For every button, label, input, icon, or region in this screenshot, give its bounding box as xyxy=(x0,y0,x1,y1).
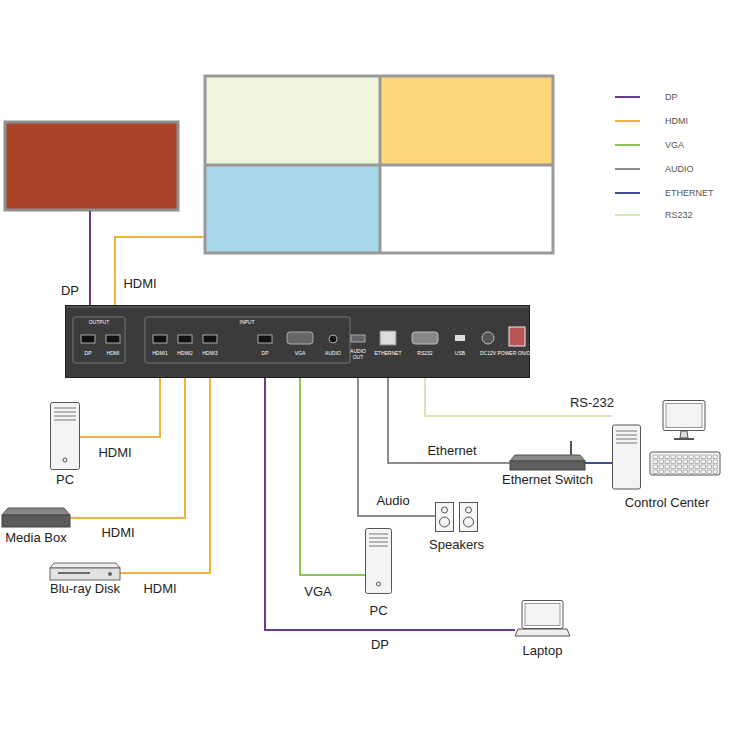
pc-tower-icon xyxy=(365,528,392,594)
port-label: DC12V xyxy=(480,351,496,357)
hdmi-wire xyxy=(115,237,204,305)
cable xyxy=(80,378,160,437)
video-wall-controller: OUTPUT DP HDMI INPUT HDMI1 HDMI2 HDMI3 DP VGA AUD… xyxy=(65,305,530,378)
cable-label: DP xyxy=(369,637,391,652)
cable xyxy=(300,378,365,575)
cable-label: VGA xyxy=(302,584,333,599)
port-label: VGA xyxy=(295,351,306,357)
cable-label: HDMI xyxy=(96,445,133,460)
port-label: OUTPUT xyxy=(89,320,110,326)
device-label: PC xyxy=(369,604,387,619)
port-label: HDMI2 xyxy=(177,351,193,357)
device-label: Speakers xyxy=(429,538,484,553)
cable xyxy=(358,378,435,516)
device-label: Media Box xyxy=(5,531,66,546)
legend-entry: ETHERNET xyxy=(665,188,714,198)
legend-entry: HDMI xyxy=(665,116,688,126)
port-label: DP xyxy=(262,351,269,357)
port-label: AUDIO OUT xyxy=(350,349,366,360)
device-label: Laptop xyxy=(523,644,563,659)
port-label: ETHERNET xyxy=(375,351,402,357)
port-label: USB xyxy=(455,351,465,357)
port-label: AUDIO xyxy=(325,351,341,357)
port-label: HDMI1 xyxy=(152,351,168,357)
laptop-icon xyxy=(515,600,570,637)
signal-name: HDMI xyxy=(121,276,158,291)
device-label: Blu-ray Disk xyxy=(50,582,120,597)
legend-entry: DP xyxy=(665,92,678,102)
speakers: Speakers xyxy=(435,502,478,532)
control-center: Control Center xyxy=(612,400,722,490)
cable-label: HDMI xyxy=(99,525,136,540)
port-label: DP xyxy=(85,351,92,357)
port-label: RS232 xyxy=(417,351,432,357)
device-label: Ethernet Switch xyxy=(502,473,593,488)
port-label: INPUT xyxy=(240,320,255,326)
speakers-icon xyxy=(435,502,478,532)
video-wall-controller-icon xyxy=(65,305,530,378)
cable-label: HDMI xyxy=(141,581,178,596)
legend-entry: AUDIO xyxy=(665,164,694,174)
single-display xyxy=(5,122,178,210)
ethernet-switch: Ethernet Switch xyxy=(510,455,585,470)
media-box: Media Box xyxy=(2,508,70,527)
legend-entry: VGA xyxy=(665,140,684,150)
video-wall xyxy=(205,76,553,253)
port-label: HDMI3 xyxy=(202,351,218,357)
cable xyxy=(388,378,510,463)
signal-name: DP xyxy=(59,283,81,298)
legend-lines xyxy=(615,97,640,215)
ethernet-switch-icon xyxy=(510,455,585,470)
control-center-icon xyxy=(612,400,722,490)
laptop: Laptop xyxy=(515,600,570,637)
cable xyxy=(120,378,210,573)
cable-label: Ethernet xyxy=(425,443,478,458)
media-box-icon xyxy=(2,508,70,527)
dp-wire xyxy=(89,211,91,305)
device-label: Control Center xyxy=(625,496,710,511)
port-label: POWER ON/OFF xyxy=(497,351,536,357)
blu-ray-player: Blu-ray Disk xyxy=(50,563,120,580)
cable-label: RS-232 xyxy=(568,395,616,410)
pc-tower: PC xyxy=(50,402,80,470)
pc-tower-icon xyxy=(50,402,80,470)
legend-entry: RS232 xyxy=(665,210,693,220)
pc-tower: PC xyxy=(365,528,392,594)
blu-ray-player-icon xyxy=(50,563,120,580)
cable xyxy=(585,462,612,464)
cable xyxy=(70,378,185,518)
device-label: PC xyxy=(56,473,74,488)
port-label: HDMI xyxy=(107,351,120,357)
cable-label: Audio xyxy=(374,493,411,508)
